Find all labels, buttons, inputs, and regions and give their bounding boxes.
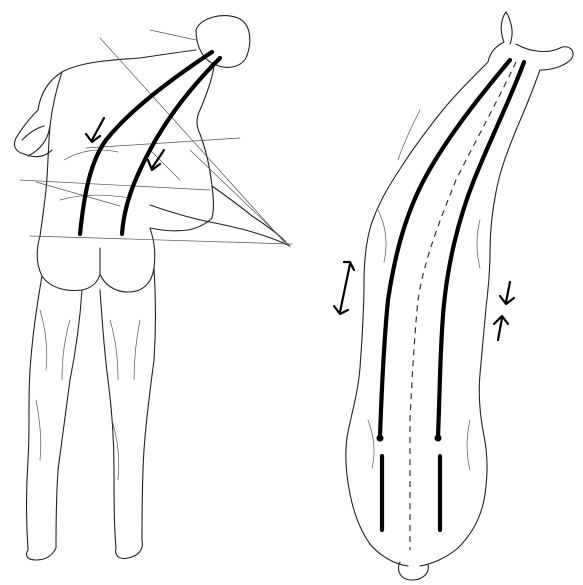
human-legs bbox=[26, 268, 155, 560]
animal-compress-arrow-down bbox=[500, 282, 514, 304]
human-back-arrow-left bbox=[86, 118, 104, 142]
animal-top-view-sketch bbox=[334, 12, 573, 580]
animal-center-dashed-line bbox=[410, 62, 516, 550]
human-left-arm bbox=[14, 72, 62, 157]
animal-body-left bbox=[346, 62, 488, 566]
animal-joint-dot-right bbox=[435, 435, 442, 442]
human-right-arm bbox=[150, 134, 290, 246]
human-torso bbox=[40, 126, 212, 236]
human-pelvis bbox=[37, 228, 155, 292]
animal-compress-arrow-up bbox=[494, 316, 508, 340]
human-figure-sketch bbox=[14, 16, 292, 560]
animal-head bbox=[488, 12, 573, 70]
animal-stretch-arrow bbox=[334, 262, 354, 314]
animal-joint-dot-left bbox=[377, 435, 384, 442]
human-spine-right bbox=[122, 58, 220, 234]
human-muscle-lines bbox=[36, 150, 180, 480]
human-spine-left bbox=[80, 52, 212, 234]
animal-inner-lines bbox=[368, 110, 480, 470]
animal-spine-right bbox=[438, 62, 524, 436]
